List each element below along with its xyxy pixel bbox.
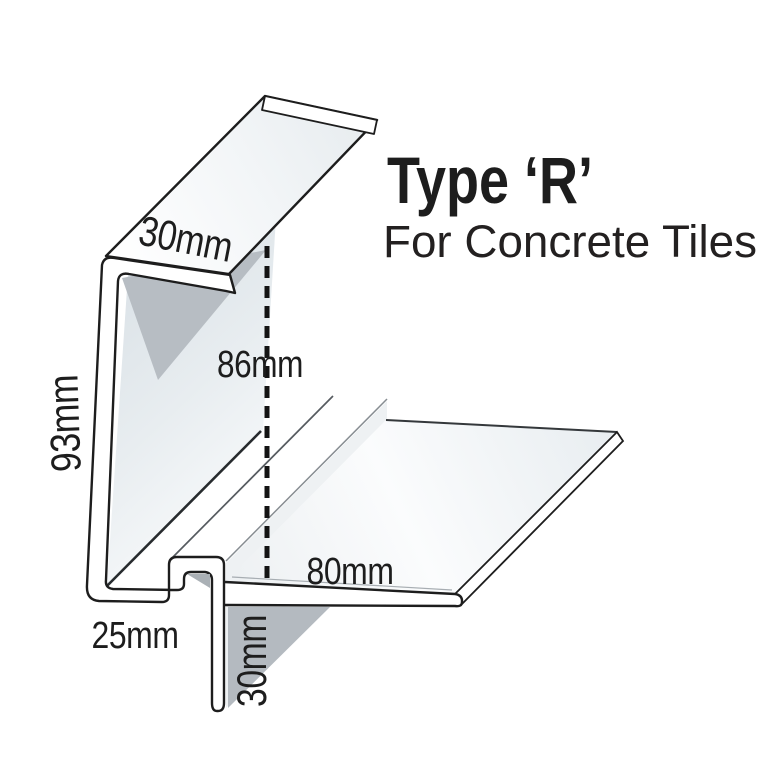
fold-line-return [100, 430, 262, 593]
page-title: Type ‘R’ [387, 143, 593, 217]
dim-support-flange-label: 80mm [307, 551, 394, 593]
support-flange-cut-outline [224, 580, 464, 608]
support-flange-highlight [231, 576, 453, 591]
support-flange-cut-face [225, 582, 462, 607]
notch-shadow-triangle [187, 574, 210, 588]
support-flange-top-surface [225, 420, 617, 594]
dim-bottom-return-label: 25mm [92, 615, 179, 657]
dim-kick-leg-label: 30mm [228, 615, 275, 707]
support-flange-back-edge [385, 419, 618, 433]
top-flange-end-cap [261, 95, 378, 135]
dim-web-depth-label: 93mm [39, 374, 89, 473]
fold-line-step [171, 395, 334, 559]
dim-vertical-drop-label: 86mm [217, 344, 303, 386]
fold-line-kick [225, 398, 388, 562]
flange-shadow-triangle [228, 607, 330, 708]
cross-section-cut-face [85, 256, 237, 713]
page-subtitle: For Concrete Tiles [383, 216, 757, 267]
